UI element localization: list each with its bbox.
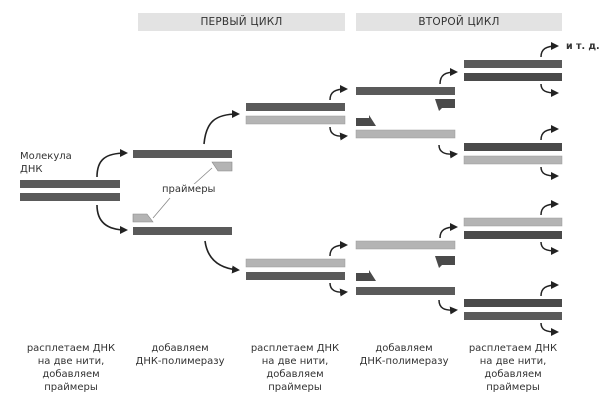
step-label-line: праймеры bbox=[44, 382, 98, 393]
dna-strand-original-top bbox=[20, 180, 120, 188]
arrow-icon bbox=[439, 68, 458, 85]
step-label-line: на две нити, bbox=[261, 356, 329, 367]
step-label-line: расплетаем ДНК bbox=[250, 343, 340, 354]
etc-label: и т. д. bbox=[566, 41, 600, 52]
primers-label: праймеры bbox=[160, 184, 218, 195]
arrow-icon bbox=[329, 282, 348, 297]
step-label: расплетаем ДНК на две нити, добавляем пр… bbox=[12, 342, 130, 394]
arrow-icon bbox=[540, 166, 559, 180]
arrow-icon bbox=[96, 204, 128, 234]
dna-strand-new bbox=[463, 155, 563, 165]
step-label: добавляем ДНК-полимеразу bbox=[120, 342, 240, 368]
dna-molecule-label: Молекула ДНК bbox=[20, 150, 72, 176]
dna-molecule-label-line: Молекула bbox=[20, 151, 72, 162]
primer bbox=[435, 256, 455, 268]
arrow-icon bbox=[96, 149, 128, 178]
step-label: расплетаем ДНК на две нити, добавляем пр… bbox=[454, 342, 572, 394]
dna-strand bbox=[464, 231, 562, 239]
step-label-line: добавляем bbox=[375, 343, 433, 354]
arrow-icon bbox=[540, 322, 559, 336]
step-label-line: добавляем bbox=[151, 343, 209, 354]
dna-strand bbox=[464, 73, 562, 81]
dna-strand-new bbox=[463, 217, 563, 227]
dna-strand bbox=[464, 312, 562, 320]
arrow-icon bbox=[438, 299, 458, 315]
arrow-icon bbox=[329, 85, 348, 101]
arrow-icon bbox=[540, 281, 559, 297]
step-label-line: добавляем bbox=[266, 369, 324, 380]
primer bbox=[435, 99, 455, 111]
arrow-icon bbox=[204, 240, 240, 274]
arrow-icon bbox=[439, 223, 458, 239]
step-label-line: добавляем bbox=[42, 369, 100, 380]
step-label: добавляем ДНК-полимеразу bbox=[344, 342, 464, 368]
step-label-line: праймеры bbox=[486, 382, 540, 393]
step-label-line: ДНК-полимеразу bbox=[135, 356, 225, 367]
arrow-icon bbox=[540, 125, 559, 141]
dna-strand-original-bottom bbox=[20, 193, 120, 201]
primer bbox=[356, 115, 376, 126]
step-label-line: расплетаем ДНК bbox=[26, 343, 116, 354]
arrow-icon bbox=[438, 144, 458, 159]
dna-strand bbox=[246, 103, 345, 111]
step-label-line: на две нити, bbox=[479, 356, 547, 367]
dna-strand-new bbox=[245, 115, 346, 125]
step-label-line: праймеры bbox=[268, 382, 322, 393]
dna-strand bbox=[464, 60, 562, 68]
arrow-icon bbox=[540, 83, 559, 97]
dna-strand bbox=[464, 299, 562, 307]
step-label: расплетаем ДНК на две нити, добавляем пр… bbox=[236, 342, 354, 394]
dna-strand-new bbox=[245, 258, 346, 268]
primer bbox=[356, 270, 376, 281]
dna-molecule-label-line: ДНК bbox=[20, 164, 43, 175]
step-label-line: расплетаем ДНК bbox=[468, 343, 558, 354]
primer-pointer-line bbox=[152, 197, 171, 219]
dna-strand bbox=[133, 227, 232, 235]
dna-strand bbox=[133, 150, 232, 158]
dna-strand-new bbox=[355, 129, 456, 139]
primer bbox=[211, 161, 233, 172]
step-label-line: на две нити, bbox=[37, 356, 105, 367]
arrow-icon bbox=[540, 241, 559, 255]
arrow-icon bbox=[203, 110, 240, 145]
second-cycle-header: ВТОРОЙ ЦИКЛ bbox=[356, 13, 562, 31]
step-label-line: ДНК-полимеразу bbox=[359, 356, 449, 367]
arrow-icon bbox=[329, 126, 348, 141]
arrow-icon bbox=[540, 200, 559, 216]
dna-strand bbox=[356, 87, 455, 95]
step-label-line: добавляем bbox=[484, 369, 542, 380]
dna-strand bbox=[246, 272, 345, 280]
dna-strand-new bbox=[355, 240, 456, 250]
first-cycle-header: ПЕРВЫЙ ЦИКЛ bbox=[138, 13, 345, 31]
dna-strand bbox=[464, 143, 562, 151]
dna-strand bbox=[356, 287, 455, 295]
arrow-icon bbox=[329, 241, 348, 257]
primer-pointer-line bbox=[191, 167, 213, 187]
arrow-icon bbox=[540, 42, 559, 58]
primer bbox=[132, 213, 154, 223]
